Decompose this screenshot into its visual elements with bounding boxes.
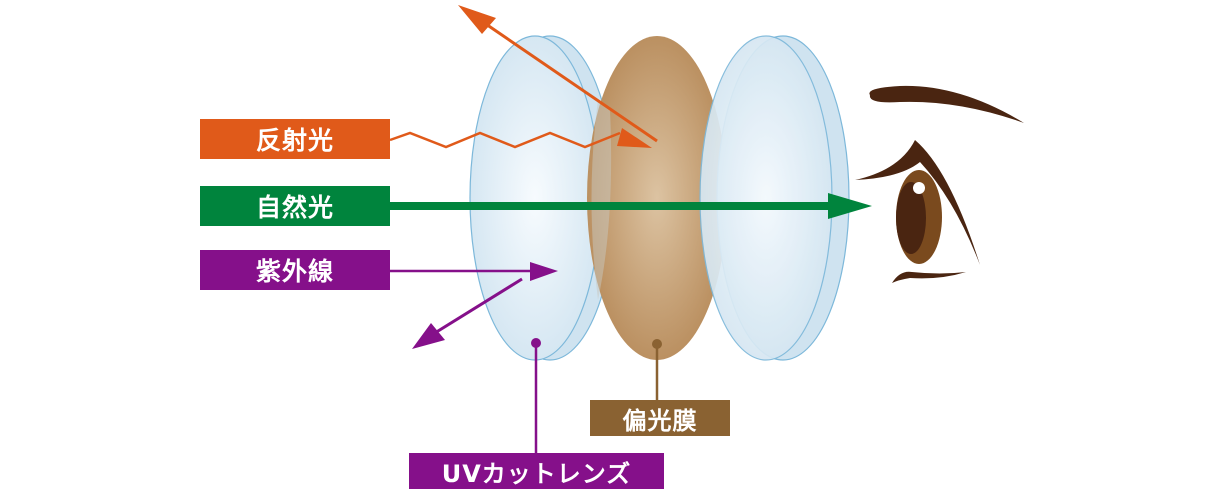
uv-cut-lens-right <box>699 35 850 361</box>
natural-light-ray <box>390 193 872 219</box>
uv-lens-leader <box>531 338 541 455</box>
reflected-light-label: 反射光 <box>200 119 390 159</box>
ultraviolet-ray <box>390 262 558 349</box>
polarizing-film-leader <box>652 339 662 402</box>
eye-illustration <box>855 85 1024 283</box>
reflected-light-ray <box>389 5 658 149</box>
uv-cut-lens-label: UVカットレンズ <box>409 453 664 489</box>
natural-light-label: 自然光 <box>200 186 390 226</box>
polarizing-film-label: 偏光膜 <box>590 400 730 436</box>
ultraviolet-label: 紫外線 <box>200 250 390 290</box>
